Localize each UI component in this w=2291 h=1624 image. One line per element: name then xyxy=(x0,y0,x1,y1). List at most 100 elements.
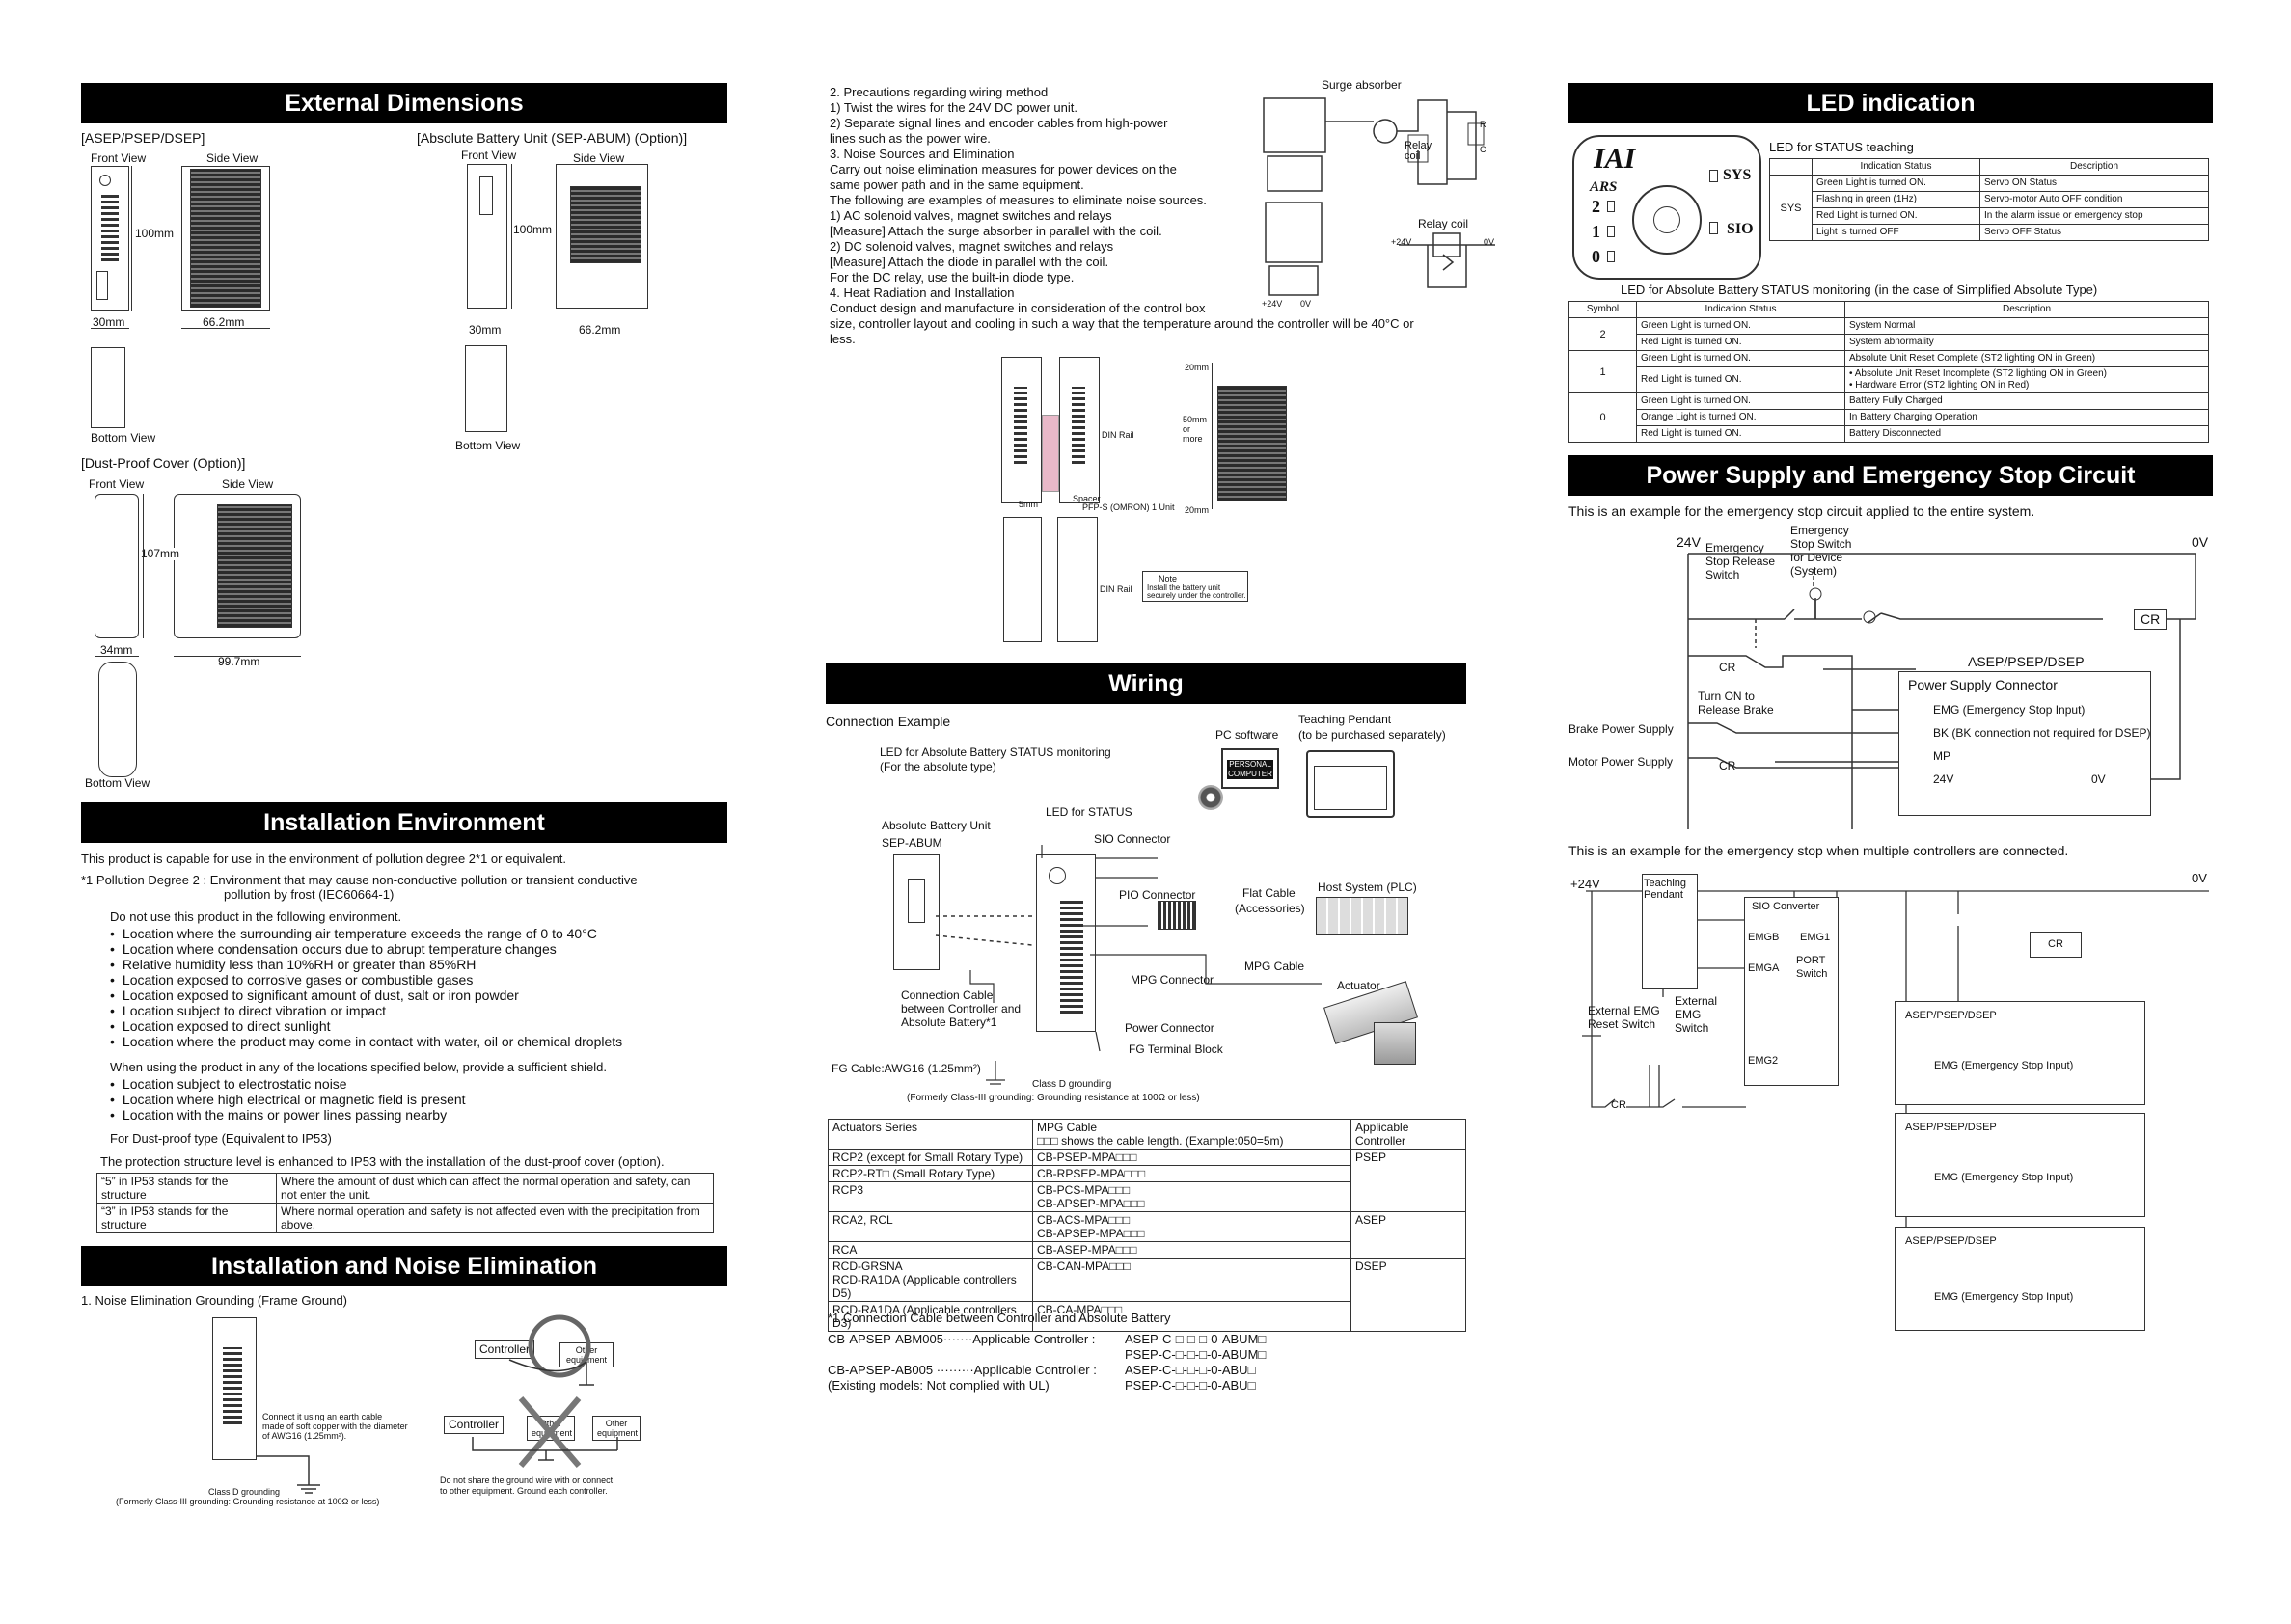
dc-0v-label-2: 0V xyxy=(1300,299,1312,309)
pollution-note-2: pollution by frost (IEC60664-1) xyxy=(224,887,395,902)
flat-cable-label: Flat Cable xyxy=(1242,886,1296,900)
ext-switch-a: External xyxy=(1675,994,1718,1008)
din-rail-label-1: DIN Rail xyxy=(1102,430,1134,440)
unit-2-emg: EMG (Emergency Stop Input) xyxy=(1934,1172,2074,1183)
asep-unit-2: ASEP/PSEP/DSEP EMG (Emergency Stop Input… xyxy=(1895,1113,2145,1217)
d50-label: 50mm or more xyxy=(1183,415,1208,444)
asep-label-1: ASEP/PSEP/DSEP xyxy=(1968,654,2085,669)
footnote-b4: PSEP-C-□-□-□-0-ABU□ xyxy=(1125,1378,1256,1393)
conn-cable-a: Connection Cable xyxy=(901,988,994,1002)
sio-converter-label: SIO Converter xyxy=(1752,901,1820,912)
mp-label: MP xyxy=(1933,749,1950,763)
width-662-label: 66.2mm xyxy=(203,315,245,329)
controller-ground-drawing xyxy=(212,1317,257,1460)
do-not-use: Do not use this product in the following… xyxy=(110,909,402,924)
abu-height-100-label: 100mm xyxy=(513,223,553,236)
table-row: Red Light is turned ON.Battery Disconnec… xyxy=(1569,425,2209,443)
table-row: RCD-RA1DA (Applicable controllers D3)CB-… xyxy=(828,1301,1466,1332)
noise-elimination-header: Installation and Noise Elimination xyxy=(81,1246,727,1286)
classd-label: Class D grounding xyxy=(208,1487,281,1497)
led-abs-label: LED for Absolute Battery STATUS monitori… xyxy=(880,745,1111,759)
power-supply-connector-box xyxy=(1898,671,2151,816)
power-supply-header: Power Supply and Emergency Stop Circuit xyxy=(1568,455,2213,496)
emg2-label: EMG2 xyxy=(1748,1055,1779,1067)
c-label: C xyxy=(1480,145,1486,154)
abu-label: [Absolute Battery Unit (SEP-ABUM) (Optio… xyxy=(417,130,688,146)
teaching-pendant-box xyxy=(1642,874,1698,989)
turn-on-b: Release Brake xyxy=(1698,703,1774,717)
estop-intro-2: This is an example for the emergency sto… xyxy=(1568,843,2069,858)
ground-wire-drawing xyxy=(257,1455,320,1494)
dc-24v-label: +24V xyxy=(1391,237,1412,247)
footnote-b3: (Existing models: Not complied with UL) xyxy=(828,1378,1050,1393)
dust-type-label: For Dust-proof type (Equivalent to IP53) xyxy=(110,1131,332,1146)
cd-icon xyxy=(1198,785,1223,810)
relay-coil-dc-label: Relay coil xyxy=(1418,217,1469,230)
abs-type-label: (For the absolute type) xyxy=(880,760,996,773)
emgb-label: EMGB xyxy=(1748,932,1780,943)
sio-converter-box xyxy=(1744,897,1839,1086)
dc-0v-label: 0V xyxy=(1484,237,1495,247)
led-0-label: 0 xyxy=(1592,247,1600,266)
ext-reset-b: Reset Switch xyxy=(1588,1017,1656,1031)
diode-diagram xyxy=(1265,202,1495,296)
abu-bottom-view-label: Bottom View xyxy=(455,439,521,452)
ess-a: Emergency xyxy=(1790,524,1849,537)
dust-front-view-label: Front View xyxy=(89,477,145,491)
footnote-a1: CB-APSEP-ABM005·······Applicable Control… xyxy=(828,1332,1096,1346)
estop-intro-1: This is an example for the emergency sto… xyxy=(1568,503,2035,519)
install-drawing-1 xyxy=(1001,357,1042,503)
table-row: Actuators Series MPG Cable □□□ shows the… xyxy=(828,1119,1466,1150)
controller-drawing xyxy=(1036,854,1096,1032)
abu-side-view-label: Side View xyxy=(573,151,625,165)
led-2-label: 2 xyxy=(1592,197,1600,216)
turn-on-a: Turn ON to xyxy=(1698,690,1755,703)
width-34-label: 34mm xyxy=(100,643,133,657)
abs-monitoring-label: LED for Absolute Battery STATUS monitori… xyxy=(1621,283,2098,297)
unit-3-label: ASEP/PSEP/DSEP xyxy=(1905,1235,1997,1247)
noise-item-1: 1. Noise Elimination Grounding (Frame Gr… xyxy=(81,1293,348,1308)
note-box: Note Install the battery unit securely u… xyxy=(1142,571,1248,602)
brake-power-label: Brake Power Supply xyxy=(1568,722,1674,736)
share-warning-a: Do not share the ground wire with or con… xyxy=(440,1475,614,1485)
unit-1-label: ASEP/PSEP/DSEP xyxy=(1905,1010,1997,1021)
relay-coil-label: Relay coil xyxy=(1405,140,1432,162)
dc-24v-label-2: +24V xyxy=(1262,299,1283,309)
list-item: Location subject to electrostatic noise xyxy=(106,1076,466,1092)
unit-3-emg: EMG (Emergency Stop Input) xyxy=(1934,1291,2074,1303)
mpg-cable-table: Actuators Series MPG Cable □□□ shows the… xyxy=(828,1119,1466,1332)
p24-label: 24V xyxy=(1933,772,1954,786)
install-drawing-2 xyxy=(1059,357,1100,503)
list-item: Location where the surrounding air tempe… xyxy=(106,926,622,941)
abs-battery-drawing xyxy=(893,854,940,970)
emg-input-label: EMG (Emergency Stop Input) xyxy=(1933,703,2086,717)
ip53-enhanced: The protection structure level is enhanc… xyxy=(100,1154,665,1169)
sio-led-label: SIO xyxy=(1727,221,1754,237)
plc-drawing xyxy=(1316,897,1408,935)
bottom-view-drawing xyxy=(91,347,125,428)
ext-switch-b: EMG xyxy=(1675,1008,1702,1021)
d20-top-label: 20mm xyxy=(1185,363,1210,372)
environment-list: Location where the surrounding air tempe… xyxy=(106,926,622,1049)
accessories-label: (Accessories) xyxy=(1235,902,1305,915)
shield-list: Location subject to electrostatic noise … xyxy=(106,1076,466,1123)
bottom-view-label: Bottom View xyxy=(91,431,156,445)
dust-front-drawing xyxy=(95,494,139,638)
pc-software-label: PC software xyxy=(1215,728,1279,742)
list-item: Location where condensation occurs due t… xyxy=(106,941,622,957)
rotary-switch xyxy=(1632,185,1702,255)
surge-absorber-label: Surge absorber xyxy=(1322,78,1402,92)
tp-a: Teaching xyxy=(1644,878,1687,889)
ext-reset-a: External EMG xyxy=(1588,1004,1660,1017)
note-title: Note xyxy=(1159,574,1178,583)
sio-connector-label: SIO Connector xyxy=(1094,832,1171,846)
pc-drawing: PERSONAL COMPUTER xyxy=(1221,748,1279,789)
v24b-label: +24V xyxy=(1570,877,1600,891)
ext-switch-c: Switch xyxy=(1675,1021,1709,1035)
actuator-motor xyxy=(1374,1022,1416,1065)
surge-absorber-diagram xyxy=(1263,97,1485,192)
